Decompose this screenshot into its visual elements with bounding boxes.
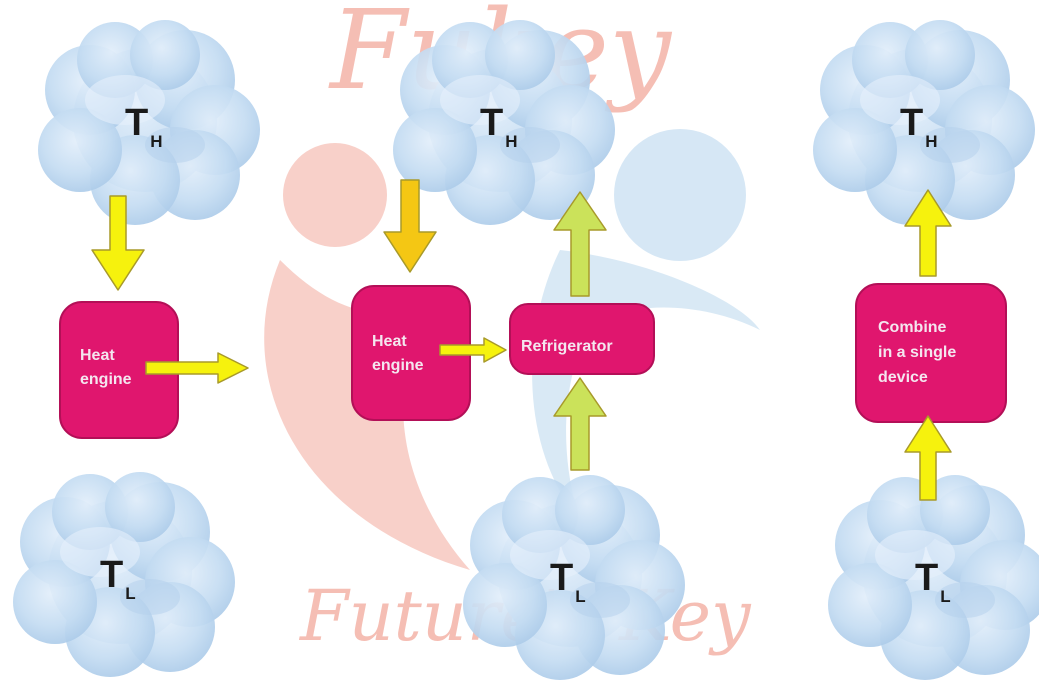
devices: Heat engine Heat engine Refrigerator Com… [59,283,1007,439]
heat-engine-1-label: Heat engine [80,347,132,388]
arrow-combined-to-hot [904,189,952,277]
watermark-head-blue [614,129,746,261]
refrigerator-label: Refrigerator [521,338,613,355]
arrow-cold-to-refrigerator [553,377,607,471]
refrigerator-box [509,303,655,375]
combined-device-label: Combine in a single device [878,319,961,386]
arrow-engine-2-work-to-refrigerator [439,337,507,363]
arrow-hot-to-engine-1 [91,195,145,291]
arrow-engine-1-work-out [145,352,249,384]
arrow-hot-to-engine-2 [383,179,437,273]
watermark-swoosh-blue [532,250,760,520]
watermark-head-red [283,143,387,247]
arrow-cold-to-combined [904,415,952,501]
energy-flow-arrows [91,179,952,501]
heat-engine-2-label: Heat engine [372,333,424,374]
arrow-refrigerator-to-hot [553,191,607,297]
